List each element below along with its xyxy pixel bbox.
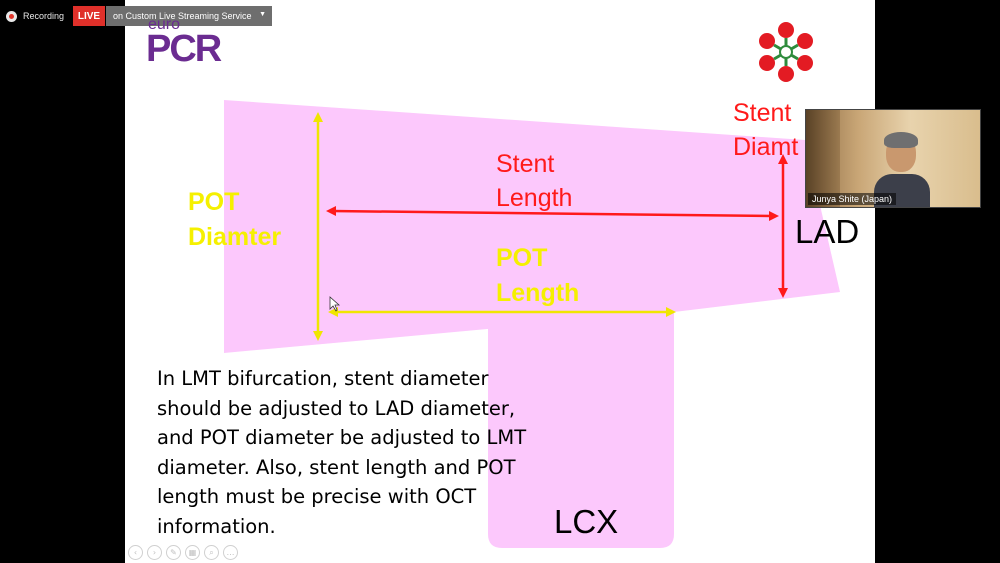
recording-indicator[interactable]: Recording (6, 7, 64, 25)
video-background (806, 110, 840, 207)
pot-length-label-line2: Length (496, 279, 580, 307)
pot-length-label-line1: POT (496, 244, 548, 272)
body-line: information. (157, 514, 276, 538)
pen-icon[interactable]: ✎ (166, 545, 181, 560)
stent-length-label-line2: Length (496, 184, 573, 212)
slide-body-text: In LMT bifurcation, stent diameter shoul… (157, 364, 587, 541)
lad-label: LAD (795, 213, 860, 250)
pot-diameter-label-line2: Diamter (188, 223, 282, 251)
pot-diameter-label-line1: POT (188, 188, 240, 216)
rose-emblem-icon (756, 22, 816, 82)
record-icon (6, 10, 17, 22)
europcr-logo-euro: euro (148, 16, 181, 33)
lmt-lad-vessel (224, 100, 840, 353)
lcx-label: LCX (554, 503, 619, 540)
body-line: should be adjusted to LAD diameter, (157, 396, 516, 420)
body-line: length must be precise with OCT (157, 485, 477, 508)
next-slide-icon[interactable]: › (147, 545, 162, 560)
body-line: diameter. Also, stent length and POT (157, 455, 516, 479)
prev-slide-icon[interactable]: ‹ (128, 545, 143, 560)
stream-service-dropdown[interactable]: on Custom Live Streaming Service ▼ (106, 6, 272, 26)
stent-length-arrow (331, 209, 773, 218)
lcx-vessel (488, 310, 674, 548)
dropdown-caret-icon: ▼ (259, 11, 266, 18)
slides-grid-icon[interactable]: ▦ (185, 545, 200, 560)
stent-diameter-label-line1: Stent (733, 99, 792, 127)
participant-name: Junya Shite (Japan) (808, 193, 897, 205)
more-options-icon[interactable]: … (223, 545, 238, 560)
zoom-icon[interactable]: ⌕ (204, 545, 219, 560)
participant-video[interactable]: Junya Shite (Japan) (805, 109, 981, 208)
stent-length-label-line1: Stent (496, 150, 555, 178)
live-badge[interactable]: LIVE (73, 6, 105, 26)
recording-label: Recording (23, 11, 65, 21)
body-line: and POT diameter be adjusted to LMT (157, 426, 527, 449)
stent-diameter-label-line2: Diamt (733, 133, 799, 161)
body-line: In LMT bifurcation, stent diameter (157, 367, 489, 390)
participant-avatar (874, 132, 930, 207)
slide-nav-icons: ‹ › ✎ ▦ ⌕ … (128, 545, 238, 560)
stream-service-label: on Custom Live Streaming Service (113, 11, 252, 21)
cursor-icon (329, 296, 341, 312)
europcr-logo-pcr: PCR (146, 28, 222, 70)
